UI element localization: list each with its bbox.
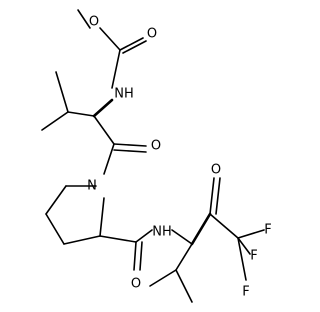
atom-o: O bbox=[131, 277, 141, 292]
bond bbox=[55, 71, 69, 113]
bond bbox=[93, 115, 115, 145]
bond bbox=[215, 177, 221, 215]
bond bbox=[209, 213, 239, 239]
atom-nh: NH bbox=[114, 87, 134, 102]
bond bbox=[119, 37, 144, 51]
bond bbox=[149, 269, 177, 287]
bond bbox=[103, 143, 115, 175]
atom-f: F bbox=[250, 249, 257, 264]
bond bbox=[175, 243, 193, 271]
bond bbox=[113, 149, 147, 153]
bond bbox=[209, 177, 215, 215]
bond bbox=[139, 241, 143, 271]
bond bbox=[45, 185, 67, 215]
bond bbox=[122, 40, 147, 54]
atom-labels: O O NH O N O NH O F F F bbox=[87, 15, 272, 300]
bond bbox=[237, 237, 251, 255]
bond bbox=[237, 229, 265, 239]
atom-o: O bbox=[89, 15, 99, 30]
bond bbox=[45, 213, 65, 245]
bond bbox=[113, 143, 147, 147]
atom-f: F bbox=[242, 285, 249, 300]
bond bbox=[135, 229, 153, 243]
bond bbox=[99, 27, 121, 51]
bond bbox=[99, 197, 105, 237]
atom-n: N bbox=[87, 179, 97, 194]
bond bbox=[111, 49, 121, 89]
bond bbox=[92, 98, 114, 118]
bond bbox=[67, 111, 95, 117]
bond bbox=[99, 235, 137, 243]
bonds-layer bbox=[41, 9, 265, 303]
atom-o: O bbox=[151, 139, 161, 154]
bond bbox=[133, 241, 137, 271]
bond bbox=[77, 9, 91, 29]
atom-f: F bbox=[264, 223, 271, 238]
bond bbox=[190, 212, 212, 246]
bond bbox=[175, 269, 193, 303]
structure-diagram: O O NH O N O NH O F F F bbox=[41, 9, 272, 303]
bond bbox=[63, 235, 101, 245]
bond bbox=[41, 111, 69, 131]
atom-o: O bbox=[147, 27, 157, 42]
bond bbox=[237, 237, 247, 281]
bond bbox=[171, 229, 193, 245]
molecule-svg: O O NH O N O NH O F F F bbox=[41, 9, 272, 303]
atom-o: O bbox=[211, 163, 221, 178]
atom-nh: NH bbox=[152, 225, 172, 240]
